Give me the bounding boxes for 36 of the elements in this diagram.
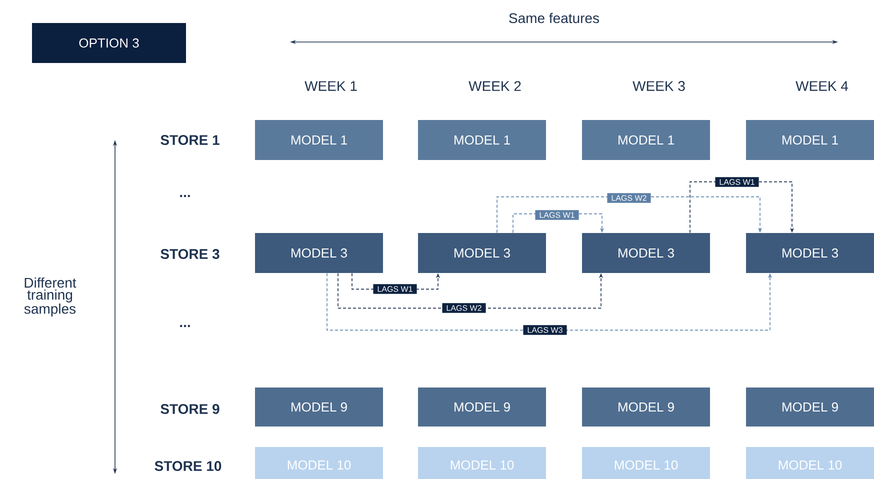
model-box: MODEL 1 [418,120,546,160]
column-header: WEEK 1 [304,81,357,91]
model-box: MODEL 10 [582,447,710,479]
row-header: STORE 9 [160,404,220,414]
edge-label: LAGS W2 [442,303,486,313]
option-badge: OPTION 3 [32,23,186,63]
ellipsis: ... [180,194,190,198]
model-box: MODEL 1 [582,120,710,160]
edge-label: LAGS W1 [715,177,759,187]
model-box: MODEL 9 [582,388,710,426]
column-header: WEEK 4 [796,81,848,91]
column-header: WEEK 2 [468,81,521,91]
model-box: MODEL 9 [746,388,874,426]
edge-label: LAGS W2 [607,193,651,203]
model-box: MODEL 1 [255,120,383,160]
edge-label: LAGS W3 [523,325,567,335]
model-box: MODEL 3 [582,233,710,273]
arrow [496,196,762,234]
edge-label: LAGS W1 [373,284,417,294]
row-header: STORE 3 [160,249,220,259]
row-header: STORE 1 [160,135,220,145]
model-box: MODEL 3 [255,233,383,273]
model-box: MODEL 9 [418,388,546,426]
edge-label: LAGS W1 [535,210,579,220]
axis-label: Same features [509,12,599,24]
model-box: MODEL 10 [255,447,383,479]
model-box: MODEL 3 [418,233,546,273]
row-header: STORE 10 [154,461,222,471]
axis-label: Different training samples [24,277,76,317]
column-header: WEEK 3 [632,81,685,91]
model-box: MODEL 10 [746,447,874,479]
model-box: MODEL 10 [418,447,546,479]
model-box: MODEL 1 [746,120,874,160]
ellipsis: ... [180,324,190,328]
model-box: MODEL 3 [746,233,874,273]
model-box: MODEL 9 [255,388,383,426]
